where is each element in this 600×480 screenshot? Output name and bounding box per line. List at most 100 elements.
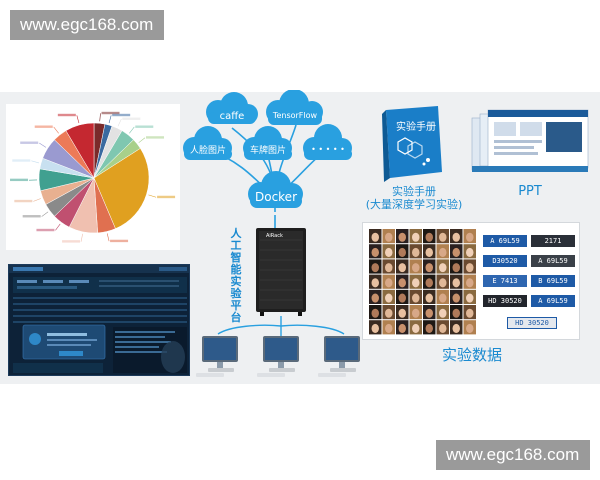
experiment-data-caption: 实验数据	[441, 346, 502, 364]
label-docker: Docker	[255, 190, 297, 204]
face-thumbnail	[369, 320, 382, 335]
platform-char: 实	[230, 275, 242, 288]
face-thumbnail	[382, 320, 395, 335]
face-thumbnail	[463, 229, 476, 244]
cloud-plate-images	[243, 126, 292, 160]
pie-leader-line	[41, 211, 49, 217]
pie-label-mark	[22, 215, 41, 218]
pie-label-mark	[157, 195, 176, 199]
pie-label-mark	[10, 178, 29, 182]
platform-vertical-label: 人 工 智 能 实 验 平 台	[229, 228, 243, 324]
pie-label-mark	[122, 117, 141, 120]
face-thumbnail	[423, 305, 436, 320]
pie-leader-line	[31, 160, 40, 164]
manual-caption: 实验手册 (大量深度学习实验)	[360, 185, 468, 211]
face-thumbnail	[463, 244, 476, 259]
face-thumbnail	[450, 229, 463, 244]
cloud-tree-diagram: caffe TensorFlow 人脸图片 车牌图片 • • • • • Doc…	[183, 90, 352, 232]
manual-caption-line1: 实验手册	[392, 185, 436, 198]
face-thumbnail	[423, 229, 436, 244]
label-more: • • • • •	[311, 145, 345, 154]
face-thumbnail	[436, 259, 449, 274]
client-computer-icon	[318, 336, 360, 377]
pie-label-mark	[112, 113, 131, 117]
face-thumbnail	[382, 305, 395, 320]
platform-char: 人	[230, 227, 242, 240]
face-thumbnail	[369, 274, 382, 289]
client-computer-icon	[196, 336, 238, 377]
face-thumbnail	[369, 244, 382, 259]
manual-caption-line2: (大量深度学习实验)	[365, 198, 463, 211]
pie-label-mark	[135, 125, 154, 128]
pie-label-mark	[34, 125, 53, 128]
network-links	[217, 316, 345, 336]
label-plate-images: 车牌图片	[250, 144, 286, 156]
face-thumbnail	[396, 274, 409, 289]
pie-leader-line	[108, 115, 112, 124]
pie-label-mark	[14, 199, 33, 203]
face-thumbnail	[423, 289, 436, 304]
plate-image: HD 30520	[483, 295, 527, 307]
face-thumbnail	[409, 289, 422, 304]
face-thumbnail	[463, 320, 476, 335]
platform-char: 平	[230, 299, 242, 312]
cloud-face-images	[183, 126, 232, 160]
dashboard-graphic	[9, 265, 189, 373]
plate-image: B 69L59	[531, 275, 575, 287]
cloud-labels: caffe TensorFlow 人脸图片 车牌图片 • • • • • Doc…	[190, 111, 345, 204]
face-thumbnail	[436, 274, 449, 289]
platform-char: 智	[230, 251, 242, 264]
manual-cover-title: 实验手册	[396, 120, 436, 133]
plate-image: 2171	[531, 235, 575, 247]
face-thumbnail	[382, 244, 395, 259]
cloud-more	[303, 124, 352, 160]
pie-leader-line	[53, 126, 59, 134]
pie-leader-line	[106, 233, 110, 242]
face-thumbnail	[396, 259, 409, 274]
label-tensorflow: TensorFlow	[272, 111, 318, 120]
watermark-bottom: www.egc168.com	[436, 440, 590, 470]
face-thumbnail	[436, 320, 449, 335]
cloud-tensorflow	[266, 90, 323, 125]
manual-book-icon: 实验手册	[382, 106, 442, 182]
pie-label-mark	[62, 240, 81, 243]
pie-label-mark	[12, 159, 31, 162]
pie-label-mark	[36, 228, 55, 232]
pie-leader-line	[117, 118, 122, 127]
face-thumbnail	[450, 259, 463, 274]
pie-leader-line	[138, 137, 146, 143]
plate-image: D30520	[483, 255, 527, 267]
platform-char: 台	[230, 311, 242, 324]
face-thumbnail	[409, 320, 422, 335]
platform-char: 验	[230, 287, 242, 300]
ppt-caption: PPT	[518, 184, 542, 199]
pie-slice	[65, 122, 95, 179]
face-thumbnail	[369, 305, 382, 320]
pie-label-mark	[101, 111, 120, 115]
face-thumbnail	[450, 274, 463, 289]
pie-leader-line	[33, 198, 41, 202]
face-thumbnail	[436, 229, 449, 244]
face-thumbnail	[423, 320, 436, 335]
pie-slice	[93, 148, 150, 229]
pie-label-mark	[20, 141, 39, 144]
label-caffe: caffe	[220, 111, 245, 122]
face-thumbnail	[436, 244, 449, 259]
pie-leader-line	[148, 194, 157, 198]
face-thumbnail	[409, 274, 422, 289]
server-and-clients: AiRack	[196, 228, 360, 377]
plate-image: A 69L59	[531, 295, 575, 307]
face-thumbnail	[409, 229, 422, 244]
pie-leader-line	[39, 142, 47, 148]
face-thumbnail	[450, 289, 463, 304]
face-thumbnail	[463, 305, 476, 320]
server-brand: AiRack	[266, 233, 283, 239]
face-thumbnail	[450, 305, 463, 320]
experiment-data-panel: A 69L59 2171 D30520 A 69L59 E 7413 B 69L…	[362, 222, 580, 340]
face-thumbnail	[436, 305, 449, 320]
face-thumbnail	[369, 259, 382, 274]
pie-label-mark	[57, 113, 76, 117]
face-thumbnail	[396, 244, 409, 259]
face-thumbnail	[423, 244, 436, 259]
